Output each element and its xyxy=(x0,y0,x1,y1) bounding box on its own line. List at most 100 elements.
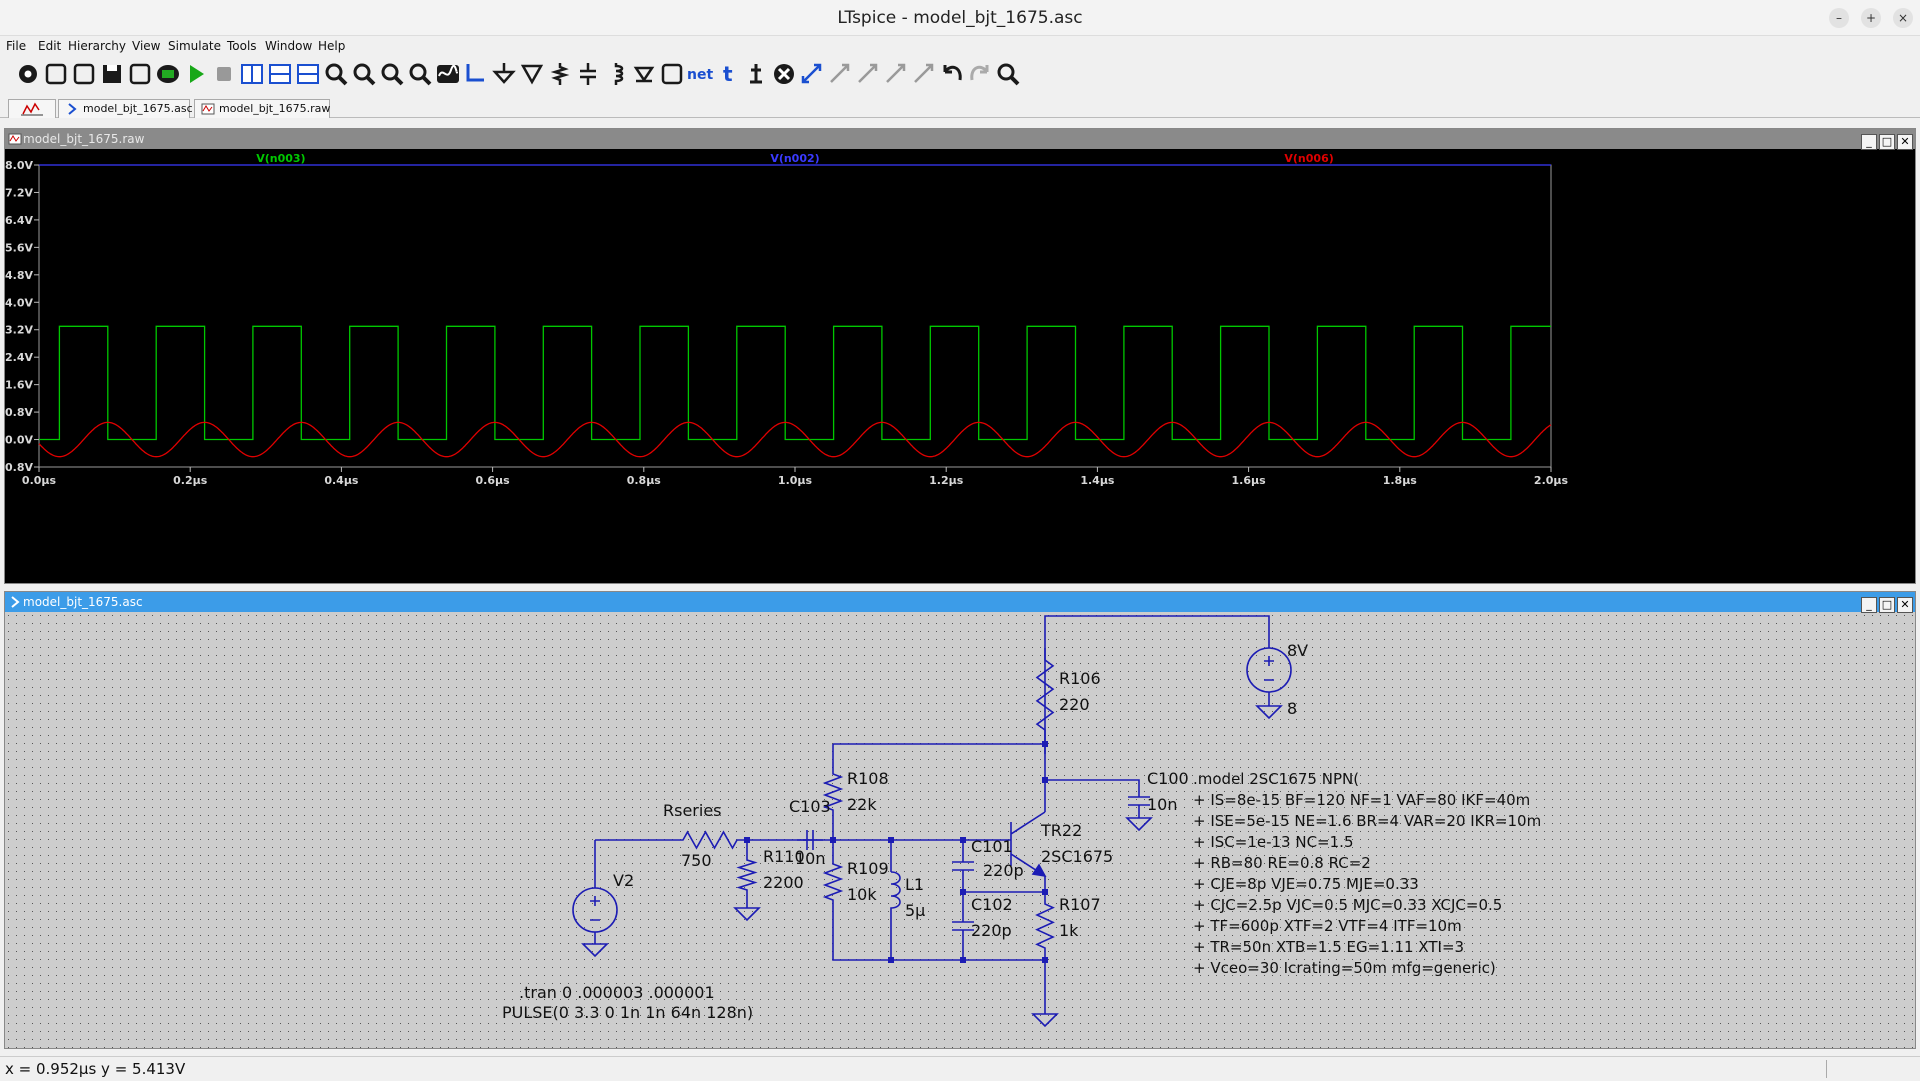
capacitor-c103[interactable] xyxy=(797,830,823,850)
minimize-button[interactable]: – xyxy=(1829,8,1849,28)
waveform-plot[interactable]: 8.0V7.2V6.4V5.6V4.8V4.0V3.2V2.4V1.6V0.8V… xyxy=(5,149,1915,583)
menu-edit[interactable]: Edit xyxy=(38,39,62,53)
menu-hierarchy[interactable]: Hierarchy xyxy=(68,39,127,53)
schematic-canvas[interactable]: R1062208V8R10822kC10010nTR222SC1675C1031… xyxy=(5,612,1915,1048)
net-label-icon[interactable]: net xyxy=(686,60,714,88)
zoom-fit-icon[interactable] xyxy=(378,60,406,88)
flip-icon[interactable] xyxy=(910,60,938,88)
netlist-icon[interactable] xyxy=(154,60,182,88)
label-rseries: Rseries xyxy=(663,801,722,820)
y-tick-label: 8.0V xyxy=(5,159,33,172)
find-icon[interactable] xyxy=(994,60,1022,88)
minimize-button[interactable]: _ xyxy=(1861,134,1877,150)
schematic-icon xyxy=(11,596,20,608)
resistor-icon[interactable] xyxy=(546,60,574,88)
waveform-icon[interactable] xyxy=(434,60,462,88)
legend-vn006[interactable]: V(n006) xyxy=(1284,152,1333,165)
tab-strip: model_bjt_1675.asc model_bjt_1675.raw xyxy=(0,98,1920,118)
tab-raw[interactable]: model_bjt_1675.raw xyxy=(194,99,330,118)
x-tick-label: 1.4µs xyxy=(1080,474,1115,487)
close-button[interactable]: ✕ xyxy=(1897,134,1913,150)
halt-icon[interactable] xyxy=(210,60,238,88)
move-icon[interactable] xyxy=(798,60,826,88)
tab-waveform-icon[interactable] xyxy=(8,99,56,118)
label-r108-value: 22k xyxy=(847,795,877,814)
delete-icon[interactable] xyxy=(770,60,798,88)
capacitor-c102[interactable] xyxy=(952,892,974,960)
save-icon[interactable] xyxy=(98,60,126,88)
spice-directive-model-line: .model 2SC1675 NPN( xyxy=(1193,770,1359,788)
open-icon[interactable] xyxy=(70,60,98,88)
close-button[interactable]: ✕ xyxy=(1897,597,1913,613)
cascade-icon[interactable] xyxy=(294,60,322,88)
resistor-r109[interactable] xyxy=(822,852,844,912)
close-button[interactable]: × xyxy=(1893,8,1913,28)
label-l1-value: 5µ xyxy=(905,901,925,920)
polarity-marks xyxy=(1264,656,1274,681)
spice-directive-tran: .tran 0 .000003 .000001 xyxy=(519,983,715,1002)
menu-simulate[interactable]: Simulate xyxy=(168,39,222,53)
tile-vertical-icon[interactable] xyxy=(238,60,266,88)
legend-vn003[interactable]: V(n003) xyxy=(256,152,305,165)
label-icon[interactable] xyxy=(518,60,546,88)
settings-icon[interactable] xyxy=(14,60,42,88)
resistor-r106[interactable] xyxy=(1035,648,1055,742)
print-icon[interactable] xyxy=(126,60,154,88)
waveform-window-title: model_bjt_1675.raw xyxy=(23,132,145,146)
label-c101: C101 xyxy=(971,837,1013,856)
label-c100-value: 10n xyxy=(1147,795,1178,814)
tab-schematic-label: model_bjt_1675.asc xyxy=(83,102,193,115)
redo-icon[interactable] xyxy=(966,60,994,88)
label-rseries-value: 750 xyxy=(681,851,712,870)
capacitor-c100[interactable] xyxy=(1128,790,1150,812)
minimize-button[interactable]: _ xyxy=(1861,597,1877,613)
voltage-source-8v[interactable] xyxy=(1246,647,1292,693)
label-r106-value: 220 xyxy=(1059,695,1090,714)
component-icon[interactable] xyxy=(658,60,686,88)
maximize-button[interactable]: □ xyxy=(1879,134,1895,150)
legend-vn002[interactable]: V(n002) xyxy=(770,152,819,165)
run-icon[interactable] xyxy=(182,60,210,88)
svg-text:net: net xyxy=(687,67,713,83)
menu-bar: File Edit Hierarchy View Simulate Tools … xyxy=(0,38,1920,56)
series-line-vn006 xyxy=(38,421,1552,458)
inductor-icon[interactable] xyxy=(602,60,630,88)
maximize-button[interactable]: □ xyxy=(1879,597,1895,613)
capacitor-icon[interactable] xyxy=(574,60,602,88)
wire xyxy=(1045,779,1140,790)
diode-icon[interactable] xyxy=(630,60,658,88)
drag-icon[interactable] xyxy=(826,60,854,88)
zoom-out-icon[interactable] xyxy=(350,60,378,88)
resistor-r110[interactable] xyxy=(736,848,758,902)
zoom-in-icon[interactable] xyxy=(322,60,350,88)
waveform-icon xyxy=(8,133,22,145)
resistor-rseries[interactable] xyxy=(673,830,747,850)
menu-file[interactable]: File xyxy=(6,39,27,53)
y-tick-label: 4.0V xyxy=(5,296,33,309)
resistor-r107[interactable] xyxy=(1035,892,1055,960)
menu-help[interactable]: Help xyxy=(318,39,346,53)
spice-directive-icon[interactable] xyxy=(742,60,770,88)
tile-horizontal-icon[interactable] xyxy=(266,60,294,88)
text-icon[interactable]: t xyxy=(714,60,742,88)
tab-schematic[interactable]: model_bjt_1675.asc xyxy=(58,99,193,118)
ground-icon[interactable] xyxy=(490,60,518,88)
voltage-source-v2[interactable] xyxy=(572,887,618,933)
maximize-button[interactable]: + xyxy=(1861,8,1881,28)
y-tick-label: 4.8V xyxy=(5,269,33,282)
capacitor-c101[interactable] xyxy=(952,840,974,892)
inductor-l1[interactable] xyxy=(890,871,901,960)
label-c101-value: 220p xyxy=(983,861,1024,880)
menu-view[interactable]: View xyxy=(132,39,161,53)
rotate-icon[interactable] xyxy=(854,60,882,88)
menu-window[interactable]: Window xyxy=(265,39,313,53)
resistor-r108[interactable] xyxy=(822,762,844,822)
new-schematic-icon[interactable] xyxy=(42,60,70,88)
mirror-icon[interactable] xyxy=(882,60,910,88)
menu-tools[interactable]: Tools xyxy=(227,39,257,53)
y-tick-label: 0.8V xyxy=(5,406,33,419)
undo-icon[interactable] xyxy=(938,60,966,88)
zoom-extent-icon[interactable] xyxy=(406,60,434,88)
wire-icon[interactable] xyxy=(462,60,490,88)
